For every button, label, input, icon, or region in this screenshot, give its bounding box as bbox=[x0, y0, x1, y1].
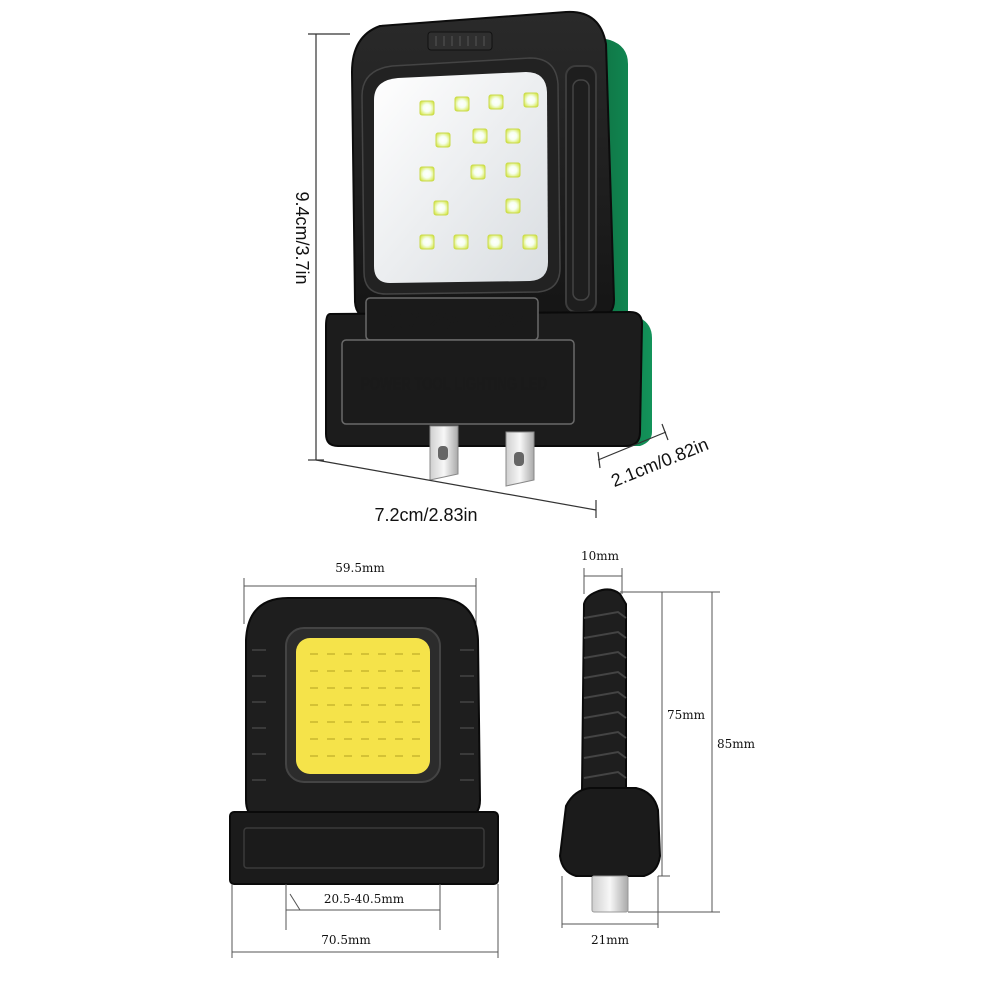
led-chip bbox=[470, 164, 486, 180]
terminal-pins bbox=[429, 425, 535, 487]
side-view: 10mm 75mm 85mm 21mm bbox=[558, 549, 756, 947]
side-grip-rib bbox=[583, 630, 627, 639]
led-chip bbox=[435, 132, 451, 148]
led-chip bbox=[453, 234, 469, 250]
side-top-thickness-label: 10mm bbox=[581, 549, 620, 563]
cob-led-grid bbox=[310, 653, 420, 757]
front-base bbox=[229, 811, 499, 885]
led-chip bbox=[505, 128, 521, 144]
led-chip bbox=[488, 94, 504, 110]
side-grip-rib bbox=[583, 670, 627, 679]
voltage-label: DC12V—72V bbox=[380, 308, 524, 335]
front-side-ribs bbox=[252, 649, 474, 781]
led-chip bbox=[454, 96, 470, 112]
side-grip-rib bbox=[583, 690, 627, 699]
led-chip bbox=[472, 128, 488, 144]
front-view: 59.5mm 20.5-40.5mm 70.5mm bbox=[229, 561, 499, 958]
side-grip-rib bbox=[583, 730, 627, 739]
led-chip bbox=[433, 200, 449, 216]
side-handle bbox=[565, 65, 597, 313]
led-chip bbox=[522, 234, 538, 250]
side-base bbox=[558, 787, 662, 877]
led-chip bbox=[487, 234, 503, 250]
front-base-label-area bbox=[243, 827, 485, 869]
led-chip bbox=[505, 162, 521, 178]
side-terminal-pin bbox=[591, 875, 629, 913]
top-product-view: DC12V—72V POWER TOOL LIGHTING LED 9.4cm/… bbox=[292, 10, 711, 525]
led-panel bbox=[374, 72, 548, 283]
led-chip bbox=[419, 100, 435, 116]
led-chip-group bbox=[419, 92, 539, 250]
side-total-height-label: 85mm bbox=[717, 737, 756, 751]
led-chip bbox=[523, 92, 539, 108]
depth-dimension-line bbox=[597, 423, 669, 469]
width-dimension-label: 7.2cm/2.83in bbox=[374, 505, 477, 525]
front-pin-spacing-label: 20.5-40.5mm bbox=[324, 892, 405, 906]
width-dimension-line bbox=[315, 459, 597, 518]
product-label-plate bbox=[341, 339, 575, 425]
side-grip-rib bbox=[583, 750, 627, 759]
side-body-height-label: 75mm bbox=[667, 708, 706, 722]
front-cob-panel bbox=[296, 638, 430, 774]
side-grip-rib bbox=[583, 710, 627, 719]
side-handle-inner bbox=[572, 79, 590, 301]
side-grip-rib bbox=[583, 610, 627, 619]
top-clip-ribs bbox=[435, 36, 485, 46]
front-bottom-width-label: 70.5mm bbox=[321, 933, 371, 947]
front-top-width-label: 59.5mm bbox=[335, 561, 385, 575]
side-grip-rib bbox=[583, 770, 627, 779]
side-grip-ribs bbox=[583, 610, 627, 779]
led-chip bbox=[505, 198, 521, 214]
led-chip bbox=[419, 234, 435, 250]
side-base-width-label: 21mm bbox=[591, 933, 630, 947]
side-grip-rib bbox=[583, 650, 627, 659]
side-housing bbox=[580, 588, 627, 791]
led-chip bbox=[419, 166, 435, 182]
height-dimension-label: 9.4cm/3.7in bbox=[292, 191, 312, 284]
product-label: POWER TOOL LIGHTING LED bbox=[361, 374, 547, 394]
